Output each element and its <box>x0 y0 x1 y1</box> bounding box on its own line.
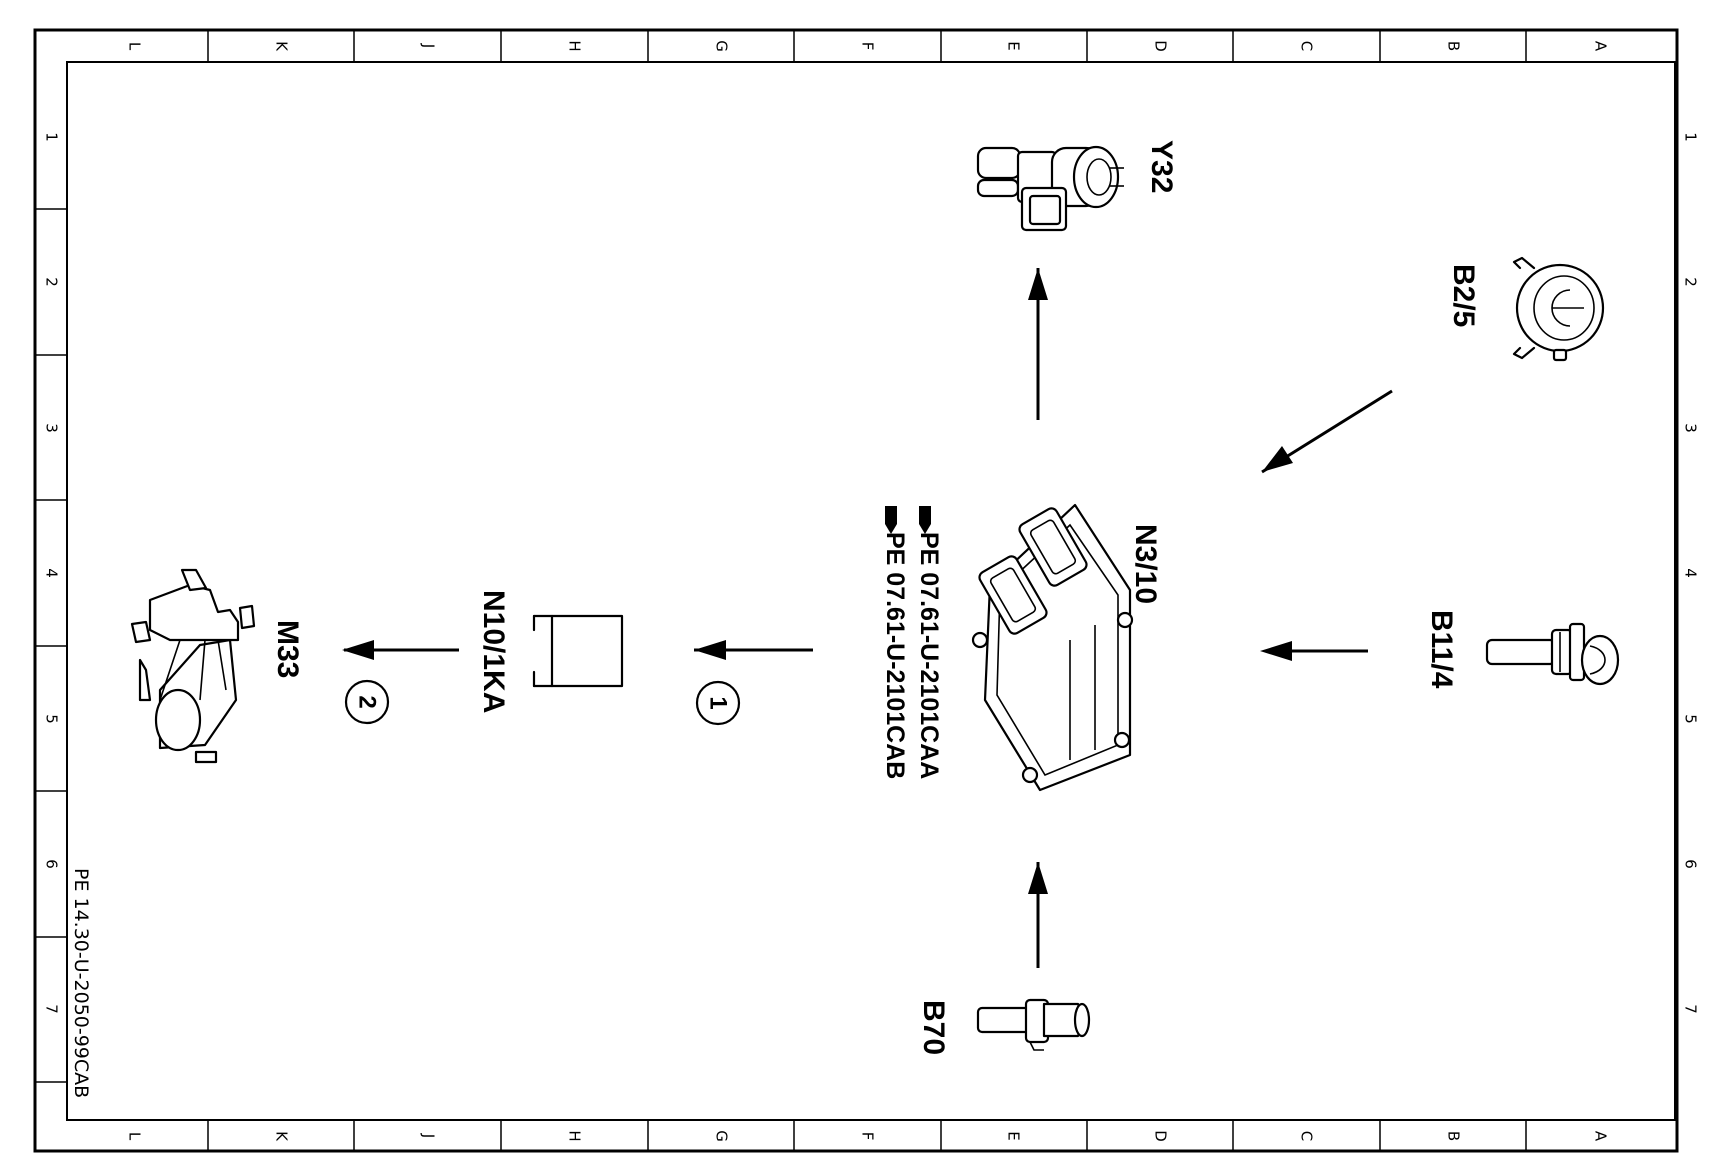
grid-col-letter: K <box>273 1131 291 1142</box>
grid-col-letter: L <box>126 1132 144 1141</box>
column-letters-top: L K J H G F E D C B A <box>126 40 1610 52</box>
m33-air-pump-icon <box>130 568 256 764</box>
grid-col-letter: G <box>713 40 731 52</box>
arrowhead <box>342 640 374 660</box>
signal-arrows <box>342 268 1393 968</box>
label-b11-4: B11/4 <box>1425 610 1458 689</box>
grid-col-letter: C <box>1298 41 1316 51</box>
grid-row-number: 7 <box>1682 1004 1700 1014</box>
grid-col-letter: F <box>859 1132 877 1141</box>
grid-col-letter: B <box>1445 41 1463 51</box>
arrowhead <box>1028 268 1048 300</box>
grid-col-letter: J <box>420 43 438 48</box>
n10-1ka-relay-icon <box>532 614 624 688</box>
grid-col-letter: H <box>566 40 584 51</box>
grid-row-number: 4 <box>1682 568 1700 578</box>
pointing-hand-icon <box>919 506 931 534</box>
grid-col-letter: A <box>1592 1131 1610 1142</box>
grid-row-number: 1 <box>1682 132 1700 142</box>
reference-1[interactable]: PE 07.61-U-2101CAA <box>915 532 943 779</box>
label-n10-1ka: N10/1KA <box>477 590 510 713</box>
arrowhead <box>1028 862 1048 894</box>
grid-col-letter: E <box>1005 1131 1023 1140</box>
label-b70: B70 <box>917 1000 950 1055</box>
grid-row-number: 6 <box>1682 859 1700 869</box>
connection-number: 2 <box>354 695 381 708</box>
y32-component-icon <box>976 145 1124 232</box>
arrowhead <box>1260 641 1292 661</box>
arrowhead <box>1262 446 1293 472</box>
grid-row-number: 2 <box>1682 277 1700 287</box>
grid-col-letter: D <box>1152 40 1170 52</box>
connection-number: 1 <box>705 696 732 709</box>
reference-block: PE 07.61-U-2101CAA PE 07.61-U-2101CAB <box>881 506 943 779</box>
drawing-frame <box>33 28 1679 1153</box>
column-dividers <box>207 30 1527 1151</box>
grid-col-letter: B <box>1445 1131 1463 1141</box>
grid-col-letter: E <box>1005 41 1023 50</box>
label-b2-5: B2/5 <box>1447 264 1480 327</box>
grid-row-number: 3 <box>43 423 61 433</box>
document-id: PE 14.30-U-2050-99CAB <box>70 868 92 1098</box>
b11-4-component-icon <box>1485 622 1620 686</box>
grid-row-number: 1 <box>43 132 61 142</box>
grid-row-number: 4 <box>43 568 61 578</box>
connection-marker-2: 2 <box>344 679 390 725</box>
row-numbers-left: 1 2 3 4 5 6 7 <box>43 132 61 1014</box>
grid-row-number: 2 <box>43 277 61 287</box>
b70-component-icon <box>976 998 1091 1051</box>
grid-col-letter: D <box>1152 1130 1170 1142</box>
grid-col-letter: F <box>859 42 877 51</box>
grid-col-letter: C <box>1298 1131 1316 1141</box>
grid-col-letter: G <box>713 1130 731 1142</box>
pointing-hand-icon <box>885 506 897 534</box>
grid-row-number: 3 <box>1682 423 1700 433</box>
label-m33: M33 <box>271 620 304 678</box>
n3-10-control-unit-icon <box>971 503 1134 792</box>
row-numbers-right: 1 2 3 4 5 6 7 <box>1682 132 1700 1014</box>
grid-col-letter: L <box>126 42 144 51</box>
grid-col-letter: H <box>566 1130 584 1141</box>
arrowhead <box>694 640 726 660</box>
grid-col-letter: A <box>1592 41 1610 52</box>
grid-row-number: 7 <box>43 1004 61 1014</box>
row-dividers <box>35 208 1677 1083</box>
reference-2[interactable]: PE 07.61-U-2101CAB <box>881 532 909 779</box>
grid-row-number: 5 <box>43 714 61 724</box>
grid-col-letter: J <box>420 1133 438 1138</box>
label-y32: Y32 <box>1145 140 1178 193</box>
connection-marker-1: 1 <box>695 680 741 726</box>
grid-col-letter: K <box>273 41 291 52</box>
component-labels: Y32 B2/5 N3/10 B11/4 B70 N10/1KA M33 <box>271 140 1480 1055</box>
grid-row-number: 6 <box>43 859 61 869</box>
column-letters-bottom: L K J H G F E D C B A <box>126 1130 1610 1142</box>
grid-row-number: 5 <box>1682 714 1700 724</box>
label-n3-10: N3/10 <box>1129 524 1162 604</box>
b2-5-component-icon <box>1512 256 1605 362</box>
